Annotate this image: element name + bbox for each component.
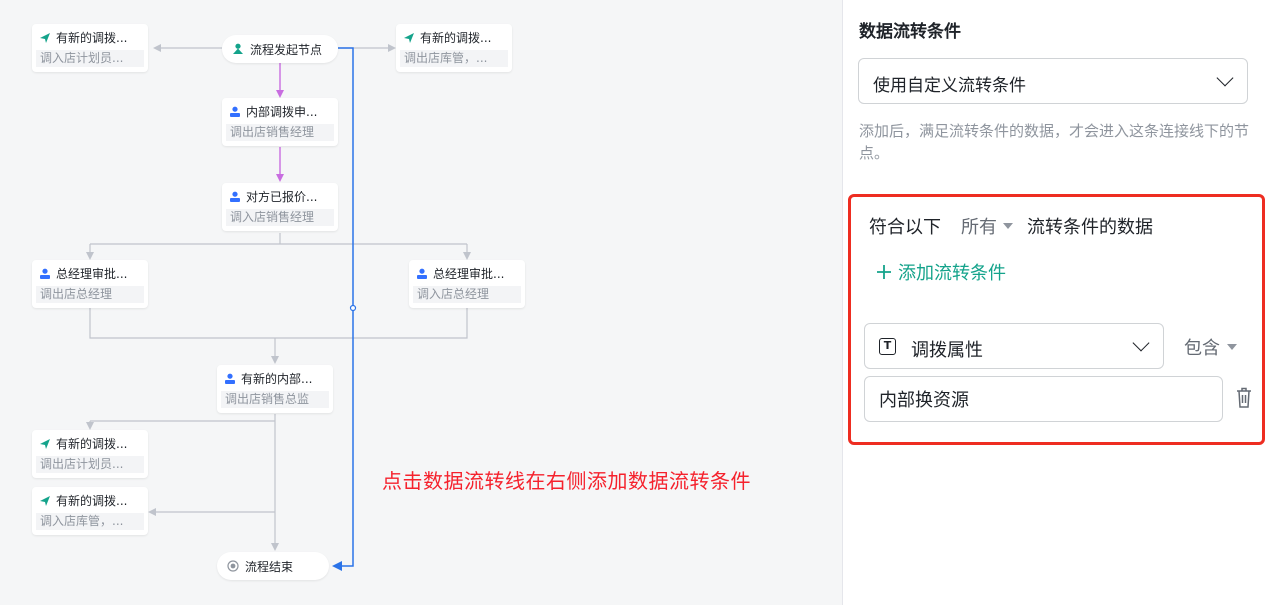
panel-title: 数据流转条件 bbox=[859, 22, 961, 42]
rule-highlight-box bbox=[848, 194, 1265, 445]
flow-node-gm-approve-right[interactable]: 总经理审批... 调入店总经理 bbox=[409, 260, 525, 308]
flow-node-notify-top-left[interactable]: 有新的调拨... 调入店计划员... bbox=[32, 24, 148, 72]
node-subtitle: 调出店总经理 bbox=[36, 286, 144, 303]
condition-field-label: 调拨属性 bbox=[911, 340, 983, 361]
flow-links bbox=[86, 44, 471, 571]
flow-end-node[interactable]: 流程结束 bbox=[217, 552, 329, 580]
node-title: 总经理审批... bbox=[433, 267, 505, 281]
match-suffix: 流转条件的数据 bbox=[1027, 217, 1153, 238]
text-field-icon: T bbox=[879, 338, 896, 355]
flow-canvas[interactable]: 流程发起节点 有新的调拨... 调入店计划员... 有新的调拨... 调出店库管… bbox=[0, 0, 842, 605]
start-node-label: 流程发起节点 bbox=[250, 42, 323, 57]
chevron-down-icon bbox=[1216, 69, 1234, 87]
node-subtitle: 调出店计划员... bbox=[36, 456, 144, 473]
flow-node-internal-apply[interactable]: 内部调拨申... 调出店销售经理 bbox=[222, 98, 338, 146]
flow-node-quoted[interactable]: 对方已报价... 调入店销售经理 bbox=[222, 183, 338, 231]
send-icon bbox=[40, 33, 50, 43]
start-person-icon bbox=[233, 43, 243, 54]
node-subtitle: 调入店库管，... bbox=[36, 513, 144, 530]
flow-node-new-internal[interactable]: 有新的内部... 调出店销售总监 bbox=[217, 365, 333, 413]
node-subtitle: 调出店销售总监 bbox=[221, 391, 329, 408]
link-gm-merge[interactable] bbox=[89, 308, 468, 364]
chevron-down-icon bbox=[1132, 334, 1150, 352]
condition-operator-dropdown[interactable]: 包含 bbox=[1184, 334, 1237, 360]
link-quoted-split[interactable] bbox=[86, 233, 471, 260]
flow-start-node[interactable]: 流程发起节点 bbox=[222, 35, 338, 63]
node-subtitle: 调入店销售经理 bbox=[226, 209, 334, 226]
node-title: 内部调拨申... bbox=[246, 105, 318, 119]
send-icon bbox=[404, 33, 414, 43]
node-subtitle: 调入店计划员... bbox=[36, 50, 144, 67]
caret-down-icon bbox=[1003, 223, 1013, 229]
node-subtitle: 调入店总经理 bbox=[413, 286, 521, 303]
end-node-label: 流程结束 bbox=[245, 559, 294, 574]
node-title: 有新的内部... bbox=[241, 372, 313, 386]
node-title: 总经理审批... bbox=[56, 267, 128, 281]
node-subtitle: 调出店销售经理 bbox=[226, 124, 334, 141]
send-icon bbox=[40, 439, 50, 449]
approver-person-icon bbox=[417, 268, 427, 279]
node-subtitle: 调出店库管，... bbox=[400, 50, 508, 67]
node-title: 有新的调拨... bbox=[56, 31, 128, 45]
approver-person-icon bbox=[40, 268, 50, 279]
condition-mode-select[interactable]: 使用自定义流转条件 bbox=[858, 58, 1248, 104]
trash-icon[interactable] bbox=[1234, 386, 1254, 410]
node-title: 有新的调拨... bbox=[420, 31, 492, 45]
link-selected-data-flow[interactable] bbox=[332, 47, 357, 571]
caret-down-icon bbox=[1227, 344, 1237, 350]
flow-node-notify-top-right[interactable]: 有新的调拨... 调出店库管，... bbox=[396, 24, 512, 72]
link-new-internal-out[interactable] bbox=[86, 414, 279, 551]
flow-node-notify-bottom-2[interactable]: 有新的调拨... 调入店库管，... bbox=[32, 487, 148, 535]
end-circle-icon bbox=[227, 560, 239, 572]
condition-operator-value: 包含 bbox=[1184, 338, 1220, 359]
add-condition-label: 添加流转条件 bbox=[898, 263, 1006, 284]
match-prefix: 符合以下 bbox=[869, 217, 941, 238]
node-title: 有新的调拨... bbox=[56, 494, 128, 508]
approver-person-icon bbox=[230, 106, 240, 117]
plus-icon bbox=[877, 265, 891, 279]
add-condition-button[interactable]: 添加流转条件 bbox=[876, 259, 1006, 285]
match-scope-dropdown[interactable]: 所有 bbox=[961, 213, 1013, 239]
send-icon bbox=[40, 496, 50, 506]
node-title: 对方已报价... bbox=[246, 190, 318, 204]
help-text: 添加后，满足流转条件的数据，才会进入这条连接线下的节点。 bbox=[859, 122, 1250, 162]
instruction-annotation: 点击数据流转线在右侧添加数据流转条件 bbox=[382, 469, 751, 493]
condition-value-input[interactable] bbox=[864, 376, 1223, 422]
match-scope-value: 所有 bbox=[961, 217, 997, 238]
condition-panel: 数据流转条件 使用自定义流转条件 添加后，满足流转条件的数据，才会进入这条连接线… bbox=[842, 0, 1269, 605]
flow-node-notify-bottom-1[interactable]: 有新的调拨... 调出店计划员... bbox=[32, 430, 148, 478]
approver-person-icon bbox=[225, 373, 235, 384]
node-title: 有新的调拨... bbox=[56, 437, 128, 451]
approver-person-icon bbox=[230, 191, 240, 202]
flow-node-gm-approve-left[interactable]: 总经理审批... 调出店总经理 bbox=[32, 260, 148, 308]
condition-mode-value: 使用自定义流转条件 bbox=[873, 76, 1026, 96]
condition-field-select[interactable]: T 调拨属性 bbox=[864, 323, 1164, 369]
match-row: 符合以下 所有 流转条件的数据 bbox=[869, 213, 1153, 239]
